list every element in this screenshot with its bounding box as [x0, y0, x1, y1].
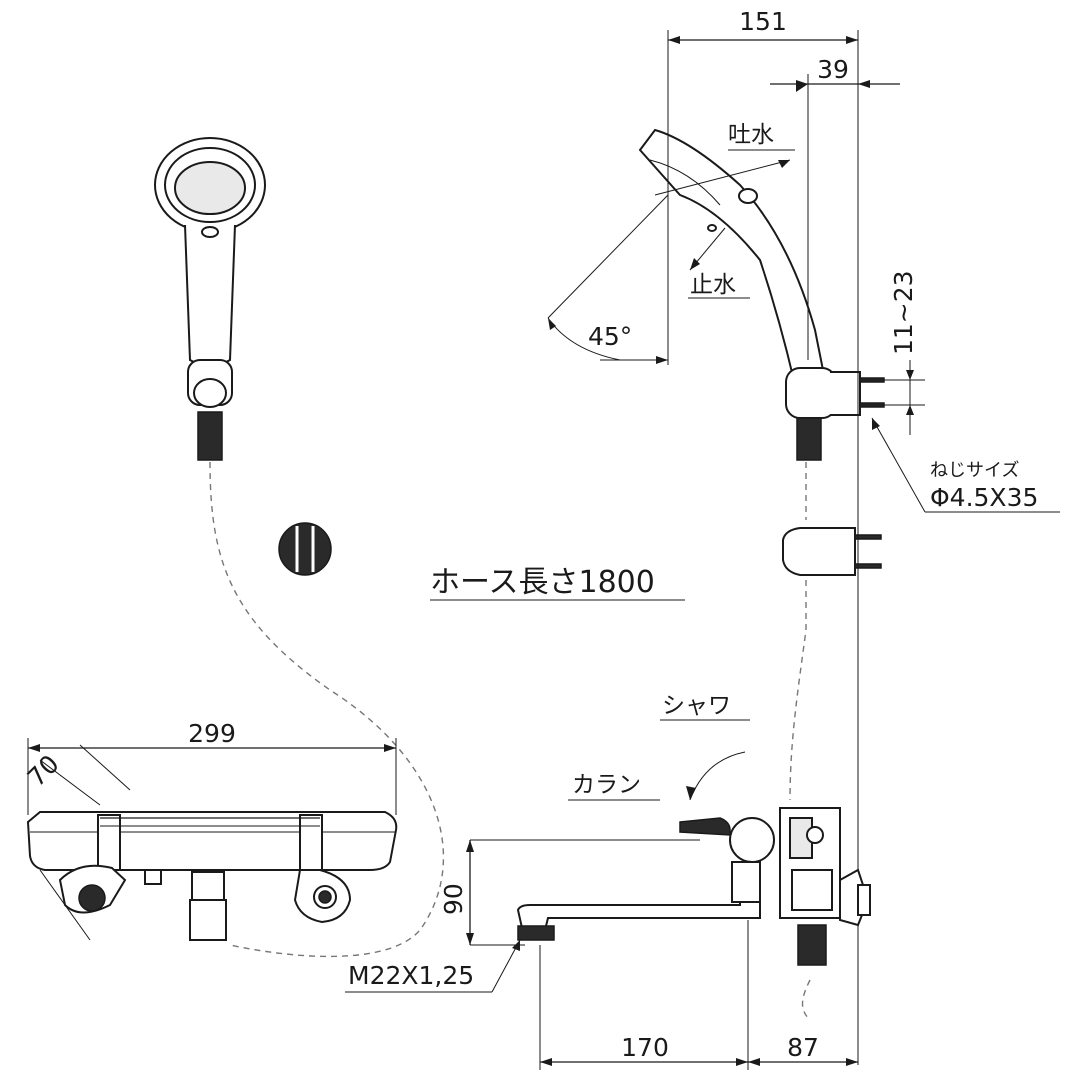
label-stop-water: 止水: [690, 272, 736, 298]
lever-labels: シャワ カラン: [568, 693, 750, 801]
label-thread: M22X1,25: [348, 961, 474, 990]
shower-head-side-view: [638, 128, 885, 461]
label-170: 170: [621, 1033, 669, 1062]
angle-45: 45°: [547, 194, 669, 364]
shower-head-front-view: [154, 137, 266, 461]
wall-holder-knob: [278, 522, 332, 576]
label-90: 90: [439, 883, 468, 915]
hose-path-right: [789, 462, 811, 1021]
label-shower: シャワ: [662, 693, 731, 719]
screw-size-callout: ねじサイズ Φ4.5X35: [871, 417, 1060, 513]
label-hose-length: ホース長さ1800: [430, 565, 655, 600]
label-299: 299: [188, 719, 236, 748]
faucet-top-view: [26, 811, 398, 941]
thread-callout: M22X1,25: [345, 939, 521, 993]
dim-170-87: 170 87: [539, 920, 858, 1070]
label-screw-size-value: Φ4.5X35: [930, 483, 1038, 512]
label-87: 87: [787, 1033, 819, 1062]
dim-151: 151: [667, 7, 859, 1065]
faucet-side-view: [516, 807, 871, 966]
hose-length-callout: ホース長さ1800: [430, 565, 685, 601]
label-45deg: 45°: [588, 322, 632, 351]
dim-90: 90: [439, 839, 700, 946]
label-spout-water: 吐水: [728, 122, 774, 148]
label-screw-size-title: ねじサイズ: [930, 460, 1019, 481]
dim-299: 299: [27, 719, 397, 815]
dim-39: 39: [770, 55, 900, 360]
label-39: 39: [817, 55, 849, 84]
label-karan: カラン: [572, 772, 641, 798]
dim-11-23: 11~23: [860, 270, 925, 435]
label-151: 151: [739, 7, 787, 36]
spout-stop-callouts: 吐水 止水: [654, 122, 795, 299]
hose-path-left: [209, 461, 445, 958]
wall-bracket: [782, 527, 882, 576]
dim-70: 70: [22, 744, 131, 806]
label-11-23: 11~23: [889, 270, 918, 355]
